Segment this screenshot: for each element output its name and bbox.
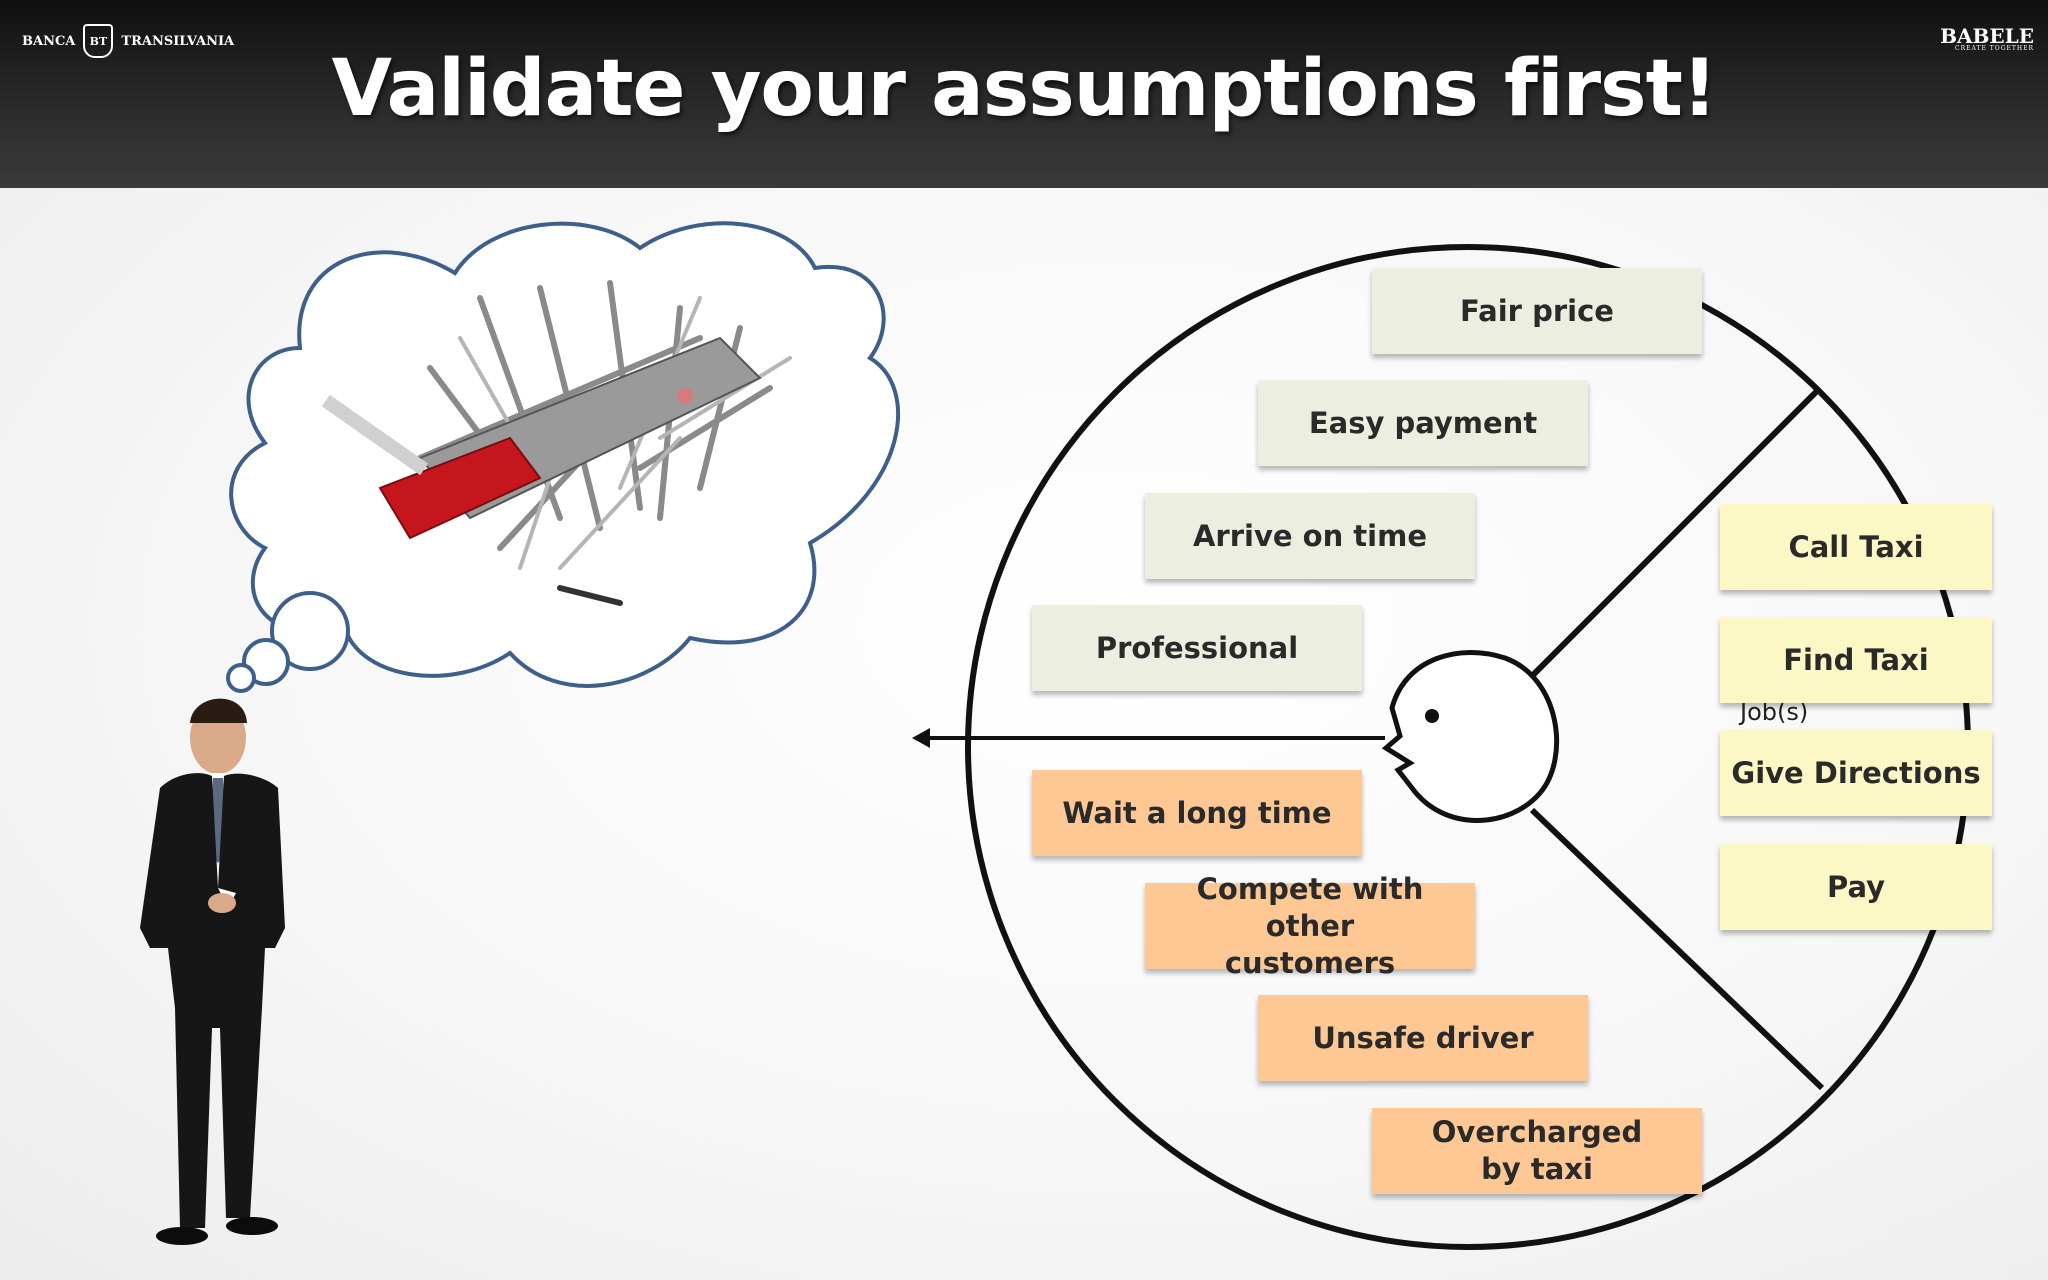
slide-artwork [140, 221, 1971, 1250]
job-note-pay: Pay [1720, 844, 1992, 930]
gain-label: Arrive on time [1192, 518, 1427, 553]
gain-note-fair-price: Fair price [1372, 268, 1702, 354]
job-note-find-taxi: Find Taxi [1720, 617, 1992, 703]
pain-label: Compete with other customers [1196, 871, 1424, 980]
pain-note-compete: Compete with other customers [1145, 872, 1475, 980]
babele-logo-name: BABELE [1940, 24, 2034, 48]
gain-label: Professional [1095, 630, 1299, 665]
gain-note-easy-payment: Easy payment [1258, 380, 1588, 466]
arrow-head-icon [912, 728, 930, 748]
job-label: Pay [1826, 869, 1886, 904]
pain-note-wait-long: Wait a long time [1032, 770, 1362, 856]
babele-logo-tagline: CREATE TOGETHER [1954, 45, 2034, 52]
header-bar: BANCA BT TRANSILVANIA Validate your assu… [0, 0, 2048, 188]
logo-mark: BT [89, 34, 108, 48]
gain-note-arrive-on-time: Arrive on time [1145, 493, 1475, 579]
pain-label: Wait a long time [1062, 795, 1332, 830]
gain-note-professional: Professional [1032, 605, 1362, 691]
customer-face-icon [1381, 649, 1560, 823]
job-note-give-directions: Give Directions [1720, 730, 1992, 816]
gain-label: Fair price [1460, 293, 1614, 328]
slide-body: Fair price Easy payment Arrive on time P… [0, 188, 2048, 1280]
pain-label: Unsafe driver [1312, 1020, 1534, 1055]
job-note-call-taxi: Call Taxi [1720, 504, 1992, 590]
shield-icon: BT [83, 24, 114, 58]
babele-logo: BABELE CREATE TOGETHER [1940, 26, 2034, 52]
bank-logo: BANCA BT TRANSILVANIA [22, 24, 234, 58]
slide-title: Validate your assumptions first! [331, 44, 1718, 134]
pain-label: Overcharged by taxi [1431, 1115, 1643, 1186]
businessman-figure-icon [140, 698, 285, 1245]
pain-note-unsafe-driver: Unsafe driver [1258, 995, 1588, 1081]
job-label: Find Taxi [1783, 642, 1929, 677]
pain-note-overcharged: Overcharged by taxi [1372, 1108, 1702, 1194]
job-label: Call Taxi [1788, 529, 1924, 564]
multitool-icon [321, 280, 792, 606]
logo-text-left: BANCA [22, 33, 76, 49]
gain-label: Easy payment [1308, 405, 1538, 440]
job-label: Give Directions [1731, 755, 1981, 790]
logo-text-right: TRANSILVANIA [121, 33, 235, 49]
